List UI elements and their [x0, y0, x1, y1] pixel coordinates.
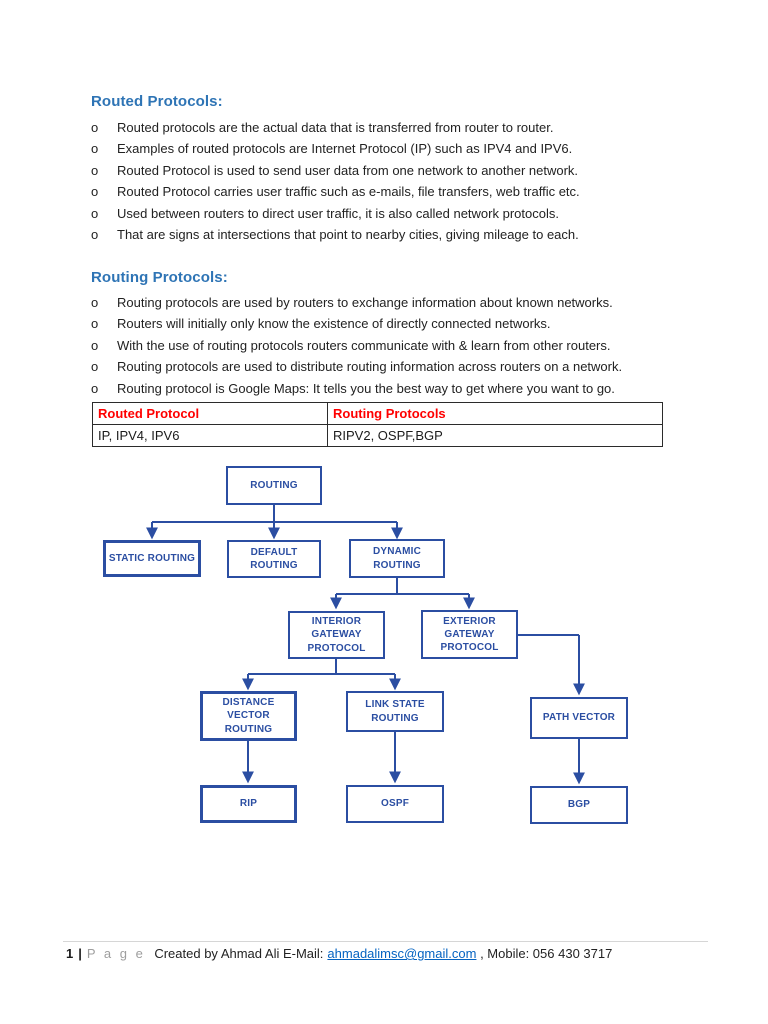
bullet-marker: o	[91, 316, 99, 332]
table-header-cell: Routed Protocol	[92, 402, 328, 425]
node-static-routing: STATIC ROUTING	[103, 540, 201, 577]
email-link[interactable]: ahmadalimsc@gmail.com	[327, 946, 477, 961]
bullet-marker: o	[91, 359, 99, 375]
bullet-item: o Routing protocol is Google Maps: It tel…	[91, 378, 622, 399]
node-dynamic-routing: DYNAMIC ROUTING	[349, 539, 445, 578]
bullet-item: o Routed protocols are the actual data th…	[91, 117, 580, 138]
bullet-text: Routing protocols are used by routers to…	[117, 295, 613, 310]
table-cell: RIPV2, OSPF,BGP	[327, 424, 663, 447]
bullet-marker: o	[91, 184, 99, 200]
node-exterior-gateway-protocol: EXTERIOR GATEWAY PROTOCOL	[421, 610, 518, 659]
routed-protocols-bullet-list: o Routed protocols are the actual data th…	[91, 117, 580, 245]
footer-separator: |	[78, 946, 82, 961]
node-distance-vector-routing: DISTANCE VECTOR ROUTING	[200, 691, 297, 741]
bullet-text: Used between routers to direct user traf…	[117, 205, 559, 221]
bullet-item: o Routed Protocol carries user traffic su…	[91, 181, 580, 202]
bullet-item: o Routing protocols are used to distribut…	[91, 356, 622, 377]
section-heading-routed-protocols: Routed Protocols:	[91, 93, 223, 110]
bullet-marker: o	[91, 337, 99, 353]
bullet-marker: o	[91, 141, 99, 157]
node-routing: ROUTING	[226, 466, 322, 505]
node-path-vector: PATH VECTOR	[530, 697, 628, 739]
bullet-text: Examples of routed protocols are Interne…	[117, 141, 573, 157]
bullet-text: Routing protocols are used to distribute…	[117, 359, 623, 375]
node-default-routing: DEFAULT ROUTING	[227, 540, 321, 578]
bullet-marker: o	[91, 120, 99, 135]
bullet-item: o That are signs at intersections that po…	[91, 224, 580, 245]
page-word: P a g e	[86, 946, 146, 961]
bullet-marker: o	[91, 205, 99, 221]
bullet-text: Routing protocol is Google Maps: It tell…	[117, 380, 615, 396]
footer-divider	[63, 941, 708, 942]
node-rip: RIP	[200, 785, 297, 823]
bullet-marker: o	[91, 227, 99, 243]
routing-protocols-bullet-list: o Routing protocols are used by routers t…	[91, 292, 622, 399]
bullet-marker: o	[91, 380, 99, 396]
section-heading-routing-protocols: Routing Protocols:	[91, 269, 228, 286]
bullet-text: Routed protocols are the actual data tha…	[117, 120, 554, 135]
bullet-item: o Examples of routed protocols are Intern…	[91, 138, 580, 159]
footer-created-text: Created by Ahmad Ali E-Mail:	[154, 946, 324, 961]
protocol-comparison-table: Routed Protocol Routing Protocols IP, IP…	[92, 402, 663, 447]
footer-contact-text: , Mobile: 056 430 3717	[476, 946, 613, 961]
bullet-text: With the use of routing protocols router…	[117, 337, 611, 353]
diagram-connectors	[146, 505, 585, 785]
bullet-item: o Routing protocols are used by routers t…	[91, 292, 622, 313]
bullet-item: o With the use of routing protocols route…	[91, 335, 622, 356]
node-interior-gateway-protocol: INTERIOR GATEWAY PROTOCOL	[288, 611, 385, 659]
node-link-state-routing: LINK STATE ROUTING	[346, 691, 444, 732]
table-row: IP, IPV4, IPV6 RIPV2, OSPF,BGP	[92, 424, 663, 447]
table-header-row: Routed Protocol Routing Protocols	[92, 402, 663, 425]
bullet-text: Routed Protocol is used to send user dat…	[117, 162, 579, 178]
bullet-item: o Routers will initially only know the ex…	[91, 313, 622, 334]
table-header-cell: Routing Protocols	[327, 402, 663, 425]
bullet-item: o Used between routers to direct user tra…	[91, 203, 580, 224]
node-bgp: BGP	[530, 786, 628, 824]
bullet-item: o Routed Protocol is used to send user da…	[91, 160, 580, 181]
bullet-text: That are signs at intersections that poi…	[117, 227, 579, 243]
bullet-marker: o	[91, 295, 99, 310]
page-footer: 1 | P a g e Created by Ahmad Ali E-Mail:ahm…	[66, 946, 612, 961]
bullet-text: Routed Protocol carries user traffic suc…	[117, 184, 580, 200]
page-number: 1	[66, 946, 74, 961]
table-cell: IP, IPV4, IPV6	[92, 424, 328, 447]
node-ospf: OSPF	[346, 785, 444, 823]
bullet-text: Routers will initially only know the exi…	[117, 316, 551, 332]
bullet-marker: o	[91, 162, 99, 178]
routing-hierarchy-diagram: ROUTING STATIC ROUTING DEFAULT ROUTING D…	[0, 455, 700, 850]
